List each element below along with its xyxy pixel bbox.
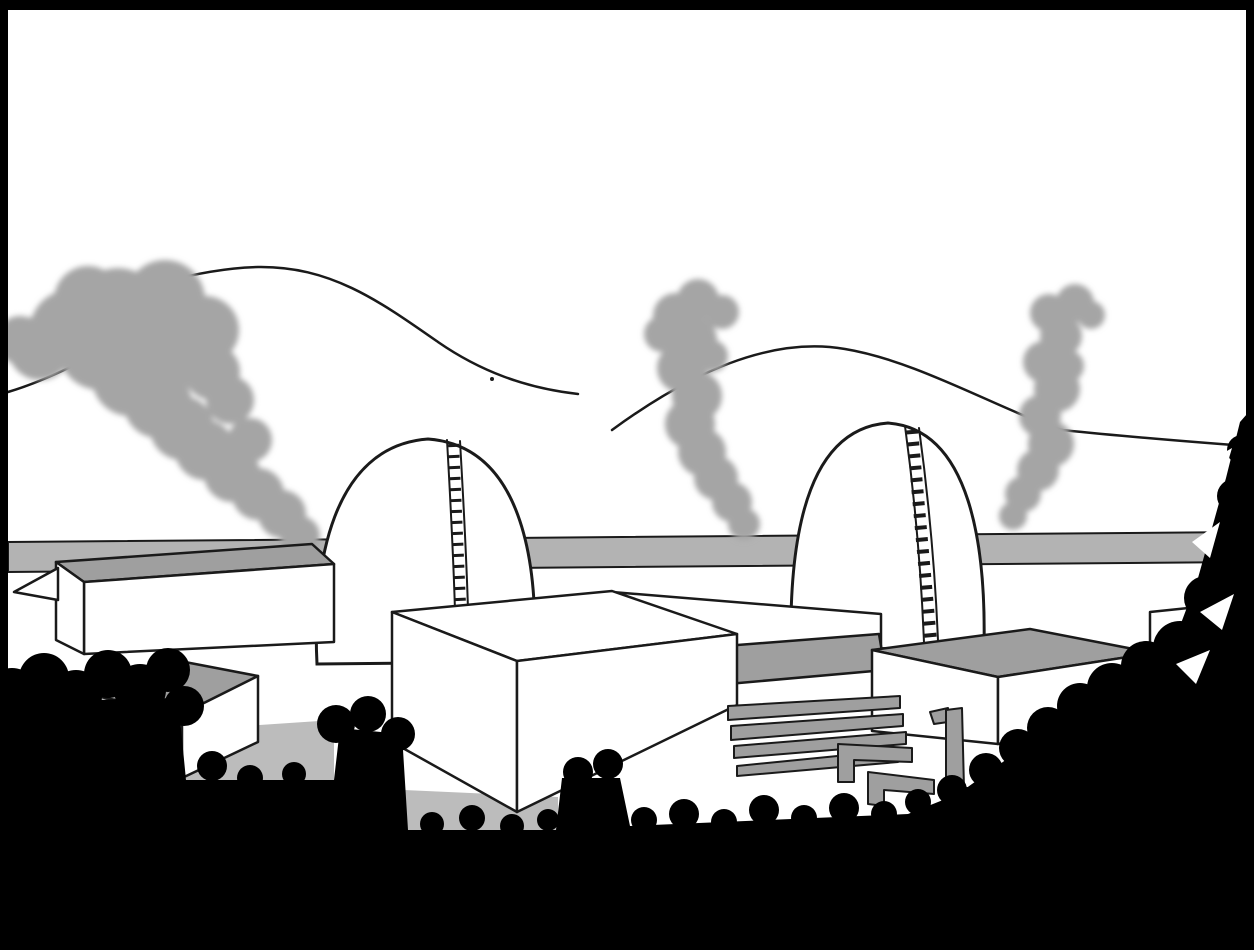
sky-speck bbox=[490, 377, 494, 381]
bush-tuft bbox=[905, 789, 931, 815]
pipe-elbow bbox=[837, 743, 913, 783]
bush-tuft bbox=[969, 753, 1003, 787]
bush-tuft bbox=[164, 686, 204, 726]
bush-tuft bbox=[669, 799, 699, 829]
smoke-plume-left bbox=[0, 260, 320, 556]
bush-tuft bbox=[197, 751, 227, 781]
frame-right bbox=[1246, 0, 1254, 950]
frame-top bbox=[0, 0, 1254, 10]
smoke-puff bbox=[696, 340, 728, 372]
horizon-line-right bbox=[1060, 428, 1248, 448]
silhouette-notch bbox=[1208, 448, 1232, 482]
bush-tuft bbox=[1217, 479, 1251, 513]
bush-tuft bbox=[829, 793, 859, 823]
silhouette-notch bbox=[1200, 594, 1234, 630]
smoke-puff bbox=[1077, 301, 1105, 329]
silhouette-notch bbox=[1176, 650, 1210, 684]
frame-bottom bbox=[0, 904, 1254, 950]
bush-tuft bbox=[1027, 707, 1069, 749]
smoke-puff bbox=[705, 295, 739, 329]
bush-tuft bbox=[317, 705, 355, 743]
pipe-run bbox=[733, 731, 907, 759]
smoke-puff bbox=[104, 309, 176, 381]
bush-tuft bbox=[537, 809, 559, 831]
pipe-run bbox=[730, 713, 904, 741]
frame-left bbox=[0, 0, 8, 950]
bush-tuft bbox=[282, 762, 306, 786]
bush-tuft bbox=[146, 648, 190, 692]
foreground-bush-silhouette bbox=[0, 406, 1254, 950]
bush-tuft bbox=[350, 696, 386, 732]
bush-mass bbox=[0, 406, 1254, 950]
bush-tuft bbox=[593, 749, 623, 779]
smoke-puff bbox=[0, 316, 44, 364]
pipe-elbow bbox=[867, 771, 935, 807]
bush-tuft bbox=[563, 757, 593, 787]
bush-tuft bbox=[937, 775, 967, 805]
bush-tuft bbox=[631, 807, 657, 833]
bush-tuft bbox=[500, 814, 524, 838]
dome-ladder-rail bbox=[918, 427, 939, 642]
smoke-puff bbox=[54, 266, 122, 334]
left-building-vane bbox=[12, 566, 60, 602]
pipe-run bbox=[727, 695, 901, 721]
bush-tuft bbox=[871, 801, 897, 827]
bush-tuft bbox=[420, 812, 444, 836]
silhouette-notch bbox=[1192, 522, 1220, 558]
bush-tuft bbox=[711, 809, 737, 835]
reactor-dome-right bbox=[789, 421, 986, 652]
dome-ladder-rail bbox=[904, 425, 925, 644]
bush-tuft bbox=[459, 805, 485, 831]
bush-tuft bbox=[381, 717, 415, 751]
smoke-plume-right bbox=[999, 284, 1105, 530]
bush-tuft bbox=[237, 765, 263, 791]
smoke-puff bbox=[644, 316, 680, 352]
bush-tuft bbox=[999, 729, 1037, 767]
bush-tuft bbox=[791, 805, 817, 831]
smoke-plume-middle bbox=[644, 279, 760, 540]
left-building-end bbox=[54, 560, 86, 656]
smoke-puff bbox=[228, 418, 272, 462]
bush-tuft bbox=[749, 795, 779, 825]
smoke-puff bbox=[206, 376, 254, 424]
smoke-puff bbox=[1052, 350, 1084, 382]
dome-ladder-rungs bbox=[448, 443, 468, 651]
